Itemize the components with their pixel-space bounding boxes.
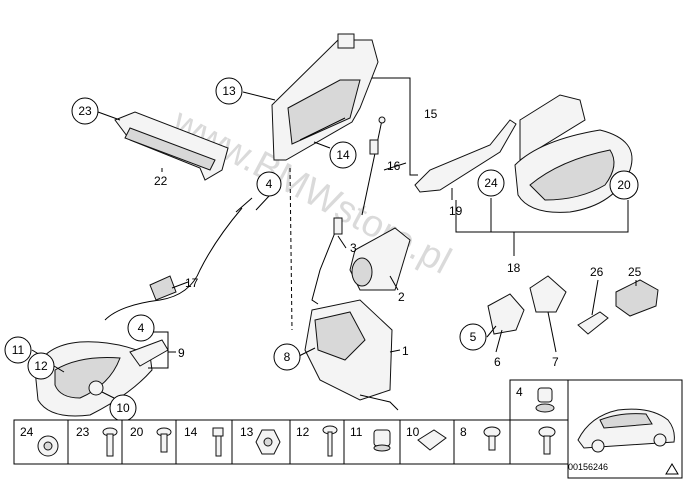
label-1: 1 (402, 344, 409, 358)
dashed-guide-line (289, 167, 293, 331)
strip-label-23: 23 (76, 425, 90, 439)
clip-10-icon (417, 429, 447, 451)
svg-text:8: 8 (284, 350, 291, 364)
label-3: 3 (350, 241, 357, 255)
callout-4-upper: 4 (256, 171, 282, 197)
label-2: 2 (398, 290, 405, 304)
label-18: 18 (507, 261, 521, 275)
connector-parts (577, 279, 659, 335)
leader-lines (31, 77, 637, 401)
svg-text:24: 24 (484, 176, 498, 190)
callout-23: 23 (71, 97, 99, 125)
svg-text:10: 10 (116, 401, 130, 415)
label-22: 22 (154, 174, 168, 188)
strip-label-13: 13 (240, 425, 254, 439)
reference-number: 00156246 (568, 462, 608, 472)
callout-11-mid: 11 (4, 336, 32, 364)
strip-label-14: 14 (184, 425, 198, 439)
svg-text:4: 4 (266, 177, 273, 191)
callout-12-mid: 12 (27, 352, 55, 380)
strip-label-11: 11 (350, 425, 363, 439)
inner-door-handle (34, 339, 169, 417)
screw-12-icon (322, 425, 338, 457)
label-7: 7 (552, 355, 559, 369)
callout-10-mid: 10 (109, 394, 137, 422)
svg-text:11: 11 (12, 343, 25, 357)
screw-5-icon (538, 426, 556, 455)
label-17: 17 (185, 276, 199, 290)
handle-carrier (114, 111, 229, 181)
actuator (349, 227, 411, 291)
strip-label-12: 12 (296, 425, 310, 439)
screw-23-icon (102, 427, 118, 457)
label-9: 9 (178, 346, 185, 360)
svg-text:5: 5 (470, 330, 477, 344)
callout-20-upper: 20 (609, 170, 639, 200)
screw-14-icon (212, 427, 224, 457)
bowden-cable (104, 197, 253, 321)
svg-text:14: 14 (336, 148, 350, 162)
strip-label-10: 10 (406, 425, 420, 439)
callout-8-mid: 8 (273, 343, 301, 371)
callout-5-mid: 5 (459, 323, 487, 351)
label-26: 26 (590, 265, 604, 279)
door-lock-bracket (271, 33, 379, 161)
label-16: 16 (387, 159, 401, 173)
door-lock (304, 299, 399, 411)
svg-text:20: 20 (617, 178, 631, 192)
screw-8-icon (483, 426, 501, 451)
strip-label-20: 20 (130, 425, 144, 439)
label-19: 19 (449, 204, 463, 218)
svg-text:4: 4 (138, 321, 145, 335)
outer-door-handle (414, 94, 633, 213)
svg-text:13: 13 (222, 84, 236, 98)
clip-4-icon (535, 387, 555, 413)
clip-24-icon (37, 435, 59, 457)
warning-triangle-icon (665, 463, 679, 475)
callout-24-upper: 24 (477, 169, 505, 197)
car-location-icon (577, 408, 675, 453)
strip-label-8: 8 (460, 425, 467, 439)
rod-3 (311, 217, 343, 305)
label-25: 25 (628, 265, 642, 279)
lock-rod (361, 116, 386, 216)
svg-text:23: 23 (78, 104, 92, 118)
grommet-11-icon (373, 429, 391, 452)
label-6: 6 (494, 355, 501, 369)
label-15: 15 (424, 107, 438, 121)
plug-20-icon (156, 427, 172, 453)
callout-4-mid: 4 (127, 314, 155, 342)
lock-cylinder-parts (487, 275, 567, 335)
panel-label-4: 4 (516, 385, 523, 399)
callout-13: 13 (215, 77, 243, 105)
nut-13-icon (255, 429, 281, 455)
strip-label-24: 24 (20, 425, 34, 439)
svg-text:12: 12 (34, 359, 48, 373)
callout-14: 14 (329, 141, 357, 169)
